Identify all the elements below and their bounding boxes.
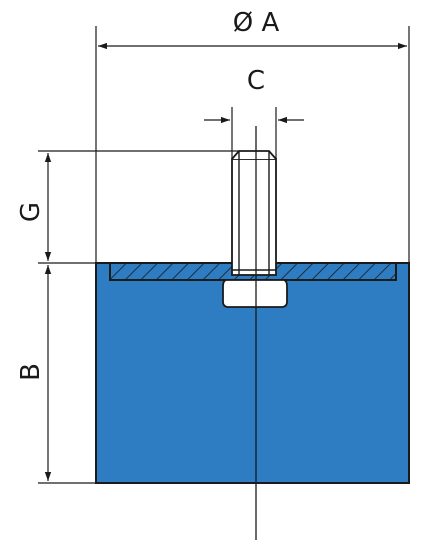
bolt-head — [222, 279, 288, 308]
dimension-g: G — [16, 150, 239, 264]
dimension-b: B — [16, 265, 96, 484]
label-outer-diameter: Ø A — [233, 8, 280, 38]
dimension-a: Ø A — [95, 8, 410, 263]
dimension-c: C — [204, 66, 304, 159]
label-thread-width: C — [247, 66, 265, 96]
threaded-stud — [231, 150, 277, 276]
label-body-height: B — [16, 363, 46, 381]
label-thread-height: G — [16, 202, 46, 222]
